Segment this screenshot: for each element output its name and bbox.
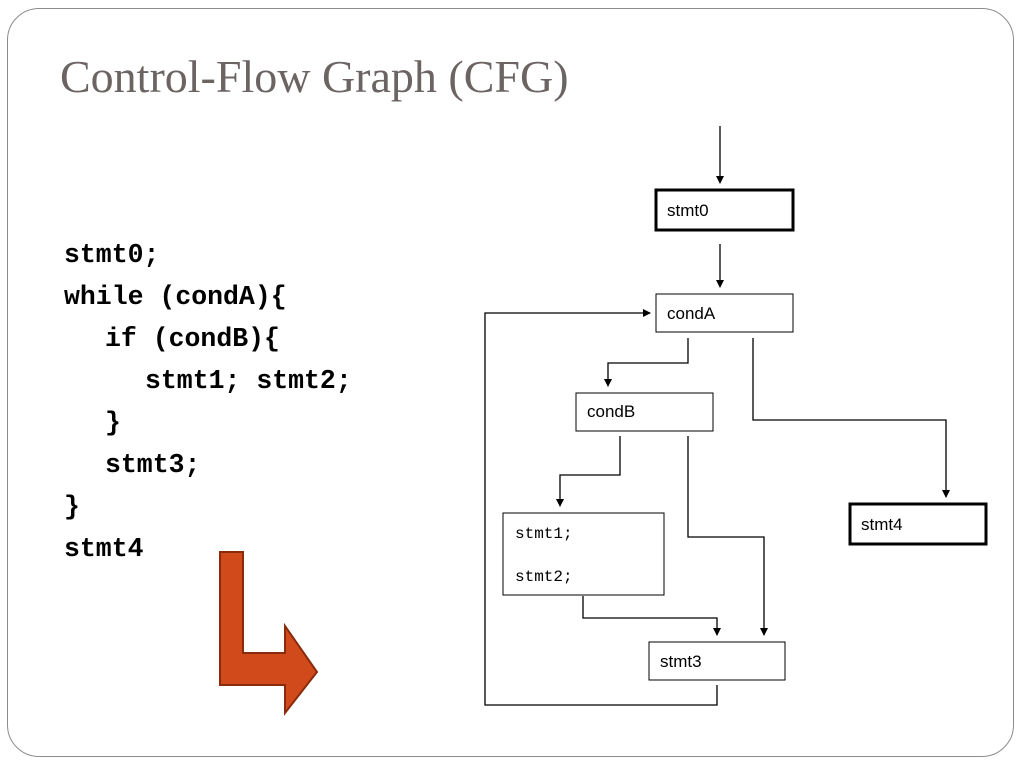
node-stmt2-label: stmt2;: [515, 568, 573, 586]
turn-right-arrow-icon: [219, 551, 319, 716]
code-line-while: while (condA){: [64, 282, 287, 312]
slide-title: Control-Flow Graph (CFG): [60, 51, 569, 102]
code-line-stmt3: stmt3;: [105, 450, 201, 480]
code-line-if-close: }: [105, 408, 121, 438]
node-stmt0-label: stmt0: [667, 201, 709, 220]
node-stmt3-label: stmt3: [660, 652, 702, 671]
edge-stmt2-to-stmt3: [582, 596, 721, 636]
edge-condA-to-stmt4: [752, 338, 950, 498]
node-stmt4: stmt4: [848, 502, 988, 546]
node-stmt4-label: stmt4: [861, 515, 903, 534]
code-line-while-close: }: [64, 492, 80, 522]
node-stmt3: stmt3: [648, 641, 786, 681]
node-stmt0: stmt0: [654, 188, 795, 232]
code-line-stmt1-stmt2: stmt1; stmt2;: [145, 366, 352, 396]
node-stmt1-label: stmt1;: [515, 525, 573, 543]
edge-condB-to-stmt3: [687, 436, 768, 636]
node-condB: condB: [575, 392, 714, 432]
edge-condA-to-condB: [604, 338, 689, 387]
code-listing: stmt0; while (condA){ if (condB){ stmt1;…: [64, 234, 352, 570]
node-condB-label: condB: [587, 402, 635, 421]
code-line-if: if (condB){: [105, 324, 280, 354]
code-line-stmt0: stmt0;: [64, 240, 160, 270]
node-condA-label: condA: [667, 304, 716, 323]
node-condA: condA: [655, 293, 794, 333]
edge-stmt3-back-to-condA: [484, 309, 718, 706]
code-line-stmt4: stmt4: [64, 534, 144, 564]
edge-condB-to-stmt1: [556, 436, 621, 507]
slide-frame: [7, 8, 1014, 757]
node-stmt1-stmt2: stmt1; stmt2;: [502, 512, 665, 596]
